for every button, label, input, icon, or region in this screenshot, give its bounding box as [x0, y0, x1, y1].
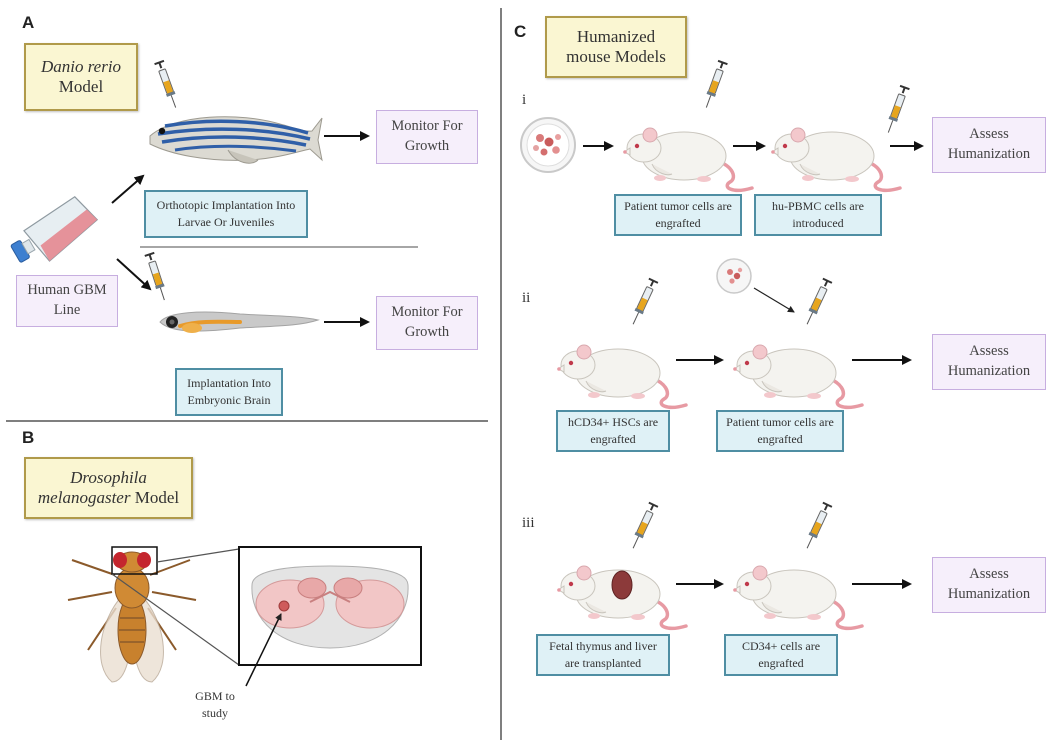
mouse-icon-row-iii-2 — [731, 564, 864, 631]
syringe-icon-a-top — [153, 59, 182, 111]
syringe-icon-row-iii-2 — [801, 501, 833, 552]
row-iii-step1-text-1: Fetal thymus and liver — [549, 638, 657, 653]
row-iii-step2-text-2: engrafted — [758, 656, 804, 670]
transplanted-organ-icon — [611, 570, 633, 600]
mouse-icon-row-i-2 — [769, 126, 902, 193]
arrow-flask-to-fish — [111, 174, 145, 204]
zoom-line-lower — [111, 573, 240, 666]
zoom-line-upper — [156, 548, 240, 563]
drosophila-fly-icon — [67, 551, 197, 683]
row-ii-step1-text-2: engrafted — [590, 432, 636, 446]
row-iii-step2-box: CD34+ cells are engrafted — [724, 634, 838, 676]
row-ii-step1-text-1: hCD34+ HSCs are — [567, 414, 659, 429]
row-ii-step1-box: hCD34+ HSCs are engrafted — [556, 410, 670, 452]
humanized-title-2: mouse Models — [566, 47, 666, 66]
human-gbm-line-box: Human GBM Line — [16, 275, 118, 327]
drosophila-title-rest: Model — [134, 488, 180, 507]
row-ii-assess-text-1: Assess — [969, 343, 1009, 360]
human-gbm-line-text-2: Line — [53, 302, 81, 318]
gbm-pointer-arrow — [245, 613, 282, 687]
row-i-step1-text-1: Patient tumor cells are — [624, 198, 732, 213]
petri-dish-icon-row-ii — [716, 258, 752, 294]
row-ii-step2-box: Patient tumor cells are engrafted — [716, 410, 844, 452]
monitor-growth-top-text-2: Growth — [404, 138, 450, 154]
zebrafish-larva-icon — [159, 311, 320, 333]
row-iii-assess-text-1: Assess — [969, 566, 1009, 583]
row-iii-step1-text-2: are transplanted — [564, 656, 642, 670]
row-iii-step1-box: Fetal thymus and liver are transplanted — [536, 634, 670, 676]
row-ii-assess-text-2: Humanization — [947, 363, 1031, 379]
syringe-icon-row-i-1 — [700, 59, 729, 111]
syringe-icon-row-ii-2 — [801, 277, 833, 328]
row-iii-assess-box: Assess Humanization — [932, 557, 1046, 613]
row-i-assess-text-2: Humanization — [947, 146, 1031, 162]
panel-a-label: A — [22, 13, 35, 32]
cell-culture-flask-icon — [10, 196, 99, 263]
danio-model-box: Danio rerio Model — [24, 43, 138, 111]
mouse-icon-row-ii-1 — [555, 343, 688, 410]
row-iii-step2-text-1: CD34+ cells are — [741, 638, 821, 653]
monitor-growth-top-text-1: Monitor For — [391, 118, 463, 135]
row-ii-step2-text-2: engrafted — [757, 432, 803, 446]
human-gbm-line-text-1: Human GBM — [27, 282, 107, 299]
drosophila-title-italic-2: melanogaster — [37, 488, 131, 507]
zebrafish-adult-icon — [149, 116, 323, 164]
row-i-step1-text-2: engrafted — [655, 216, 701, 230]
embryonic-text-1: Implantation Into — [187, 375, 271, 390]
gbm-annotation-text-1: GBM to — [195, 689, 235, 703]
mouse-icon-row-ii-2 — [731, 343, 864, 410]
monitor-growth-box-top: Monitor For Growth — [376, 110, 478, 164]
row-i-label: i — [522, 92, 527, 108]
orthotopic-implantation-box: Orthotopic Implantation Into Larvae Or J… — [144, 190, 308, 238]
row-ii-step2-text-1: Patient tumor cells are — [726, 414, 834, 429]
row-i-step2-box: hu-PBMC cells are introduced — [754, 194, 882, 236]
orthotopic-text-1: Orthotopic Implantation Into — [156, 197, 296, 212]
gbm-annotation: GBM to study — [180, 688, 250, 722]
monitor-growth-bottom-text-2: Growth — [404, 324, 450, 340]
fly-head-highlight — [111, 546, 158, 575]
embryonic-text-2: Embryonic Brain — [187, 393, 271, 407]
row-ii-label: ii — [522, 290, 531, 306]
monitor-growth-box-bottom: Monitor For Growth — [376, 296, 478, 350]
gbm-annotation-text-2: study — [201, 705, 228, 720]
syringe-icon-row-iii-1 — [627, 501, 659, 552]
row-iii-assess-text-2: Humanization — [947, 586, 1031, 602]
drosophila-model-box: Drosophila melanogaster Model — [24, 457, 193, 519]
syringe-icon-row-i-2 — [882, 84, 911, 136]
petri-dish-icon-row-i — [520, 117, 576, 173]
drosophila-title-italic-1: Drosophila — [70, 467, 147, 487]
row-iii-label: iii — [522, 515, 535, 531]
row-i-assess-text-1: Assess — [969, 126, 1009, 143]
row-ii-assess-box: Assess Humanization — [932, 334, 1046, 390]
panel-b-label: B — [22, 428, 35, 447]
panel-c-label: C — [514, 22, 527, 41]
row-i-step1-box: Patient tumor cells are engrafted — [614, 194, 742, 236]
embryonic-implantation-box: Implantation Into Embryonic Brain — [175, 368, 283, 416]
syringe-icon-a-bottom — [143, 251, 171, 303]
danio-model-title-italic: Danio rerio — [40, 56, 122, 76]
humanized-mouse-box: Humanized mouse Models — [545, 16, 687, 78]
row-i-step2-text-1: hu-PBMC cells are — [772, 198, 864, 213]
row-i-step2-text-2: introduced — [792, 216, 844, 230]
humanized-title-1: Humanized — [576, 26, 656, 46]
syringe-icon-row-ii-1 — [627, 277, 659, 328]
arrow-dish-to-syringe — [753, 287, 795, 313]
arrow-flask-to-larva — [116, 258, 152, 291]
mouse-icon-row-i-1 — [621, 126, 754, 193]
fly-brain-icon — [251, 565, 409, 649]
orthotopic-text-2: Larvae Or Juveniles — [177, 215, 275, 229]
danio-model-title-rest: Model — [58, 77, 104, 96]
row-i-assess-box: Assess Humanization — [932, 117, 1046, 173]
monitor-growth-bottom-text-1: Monitor For — [391, 304, 463, 321]
